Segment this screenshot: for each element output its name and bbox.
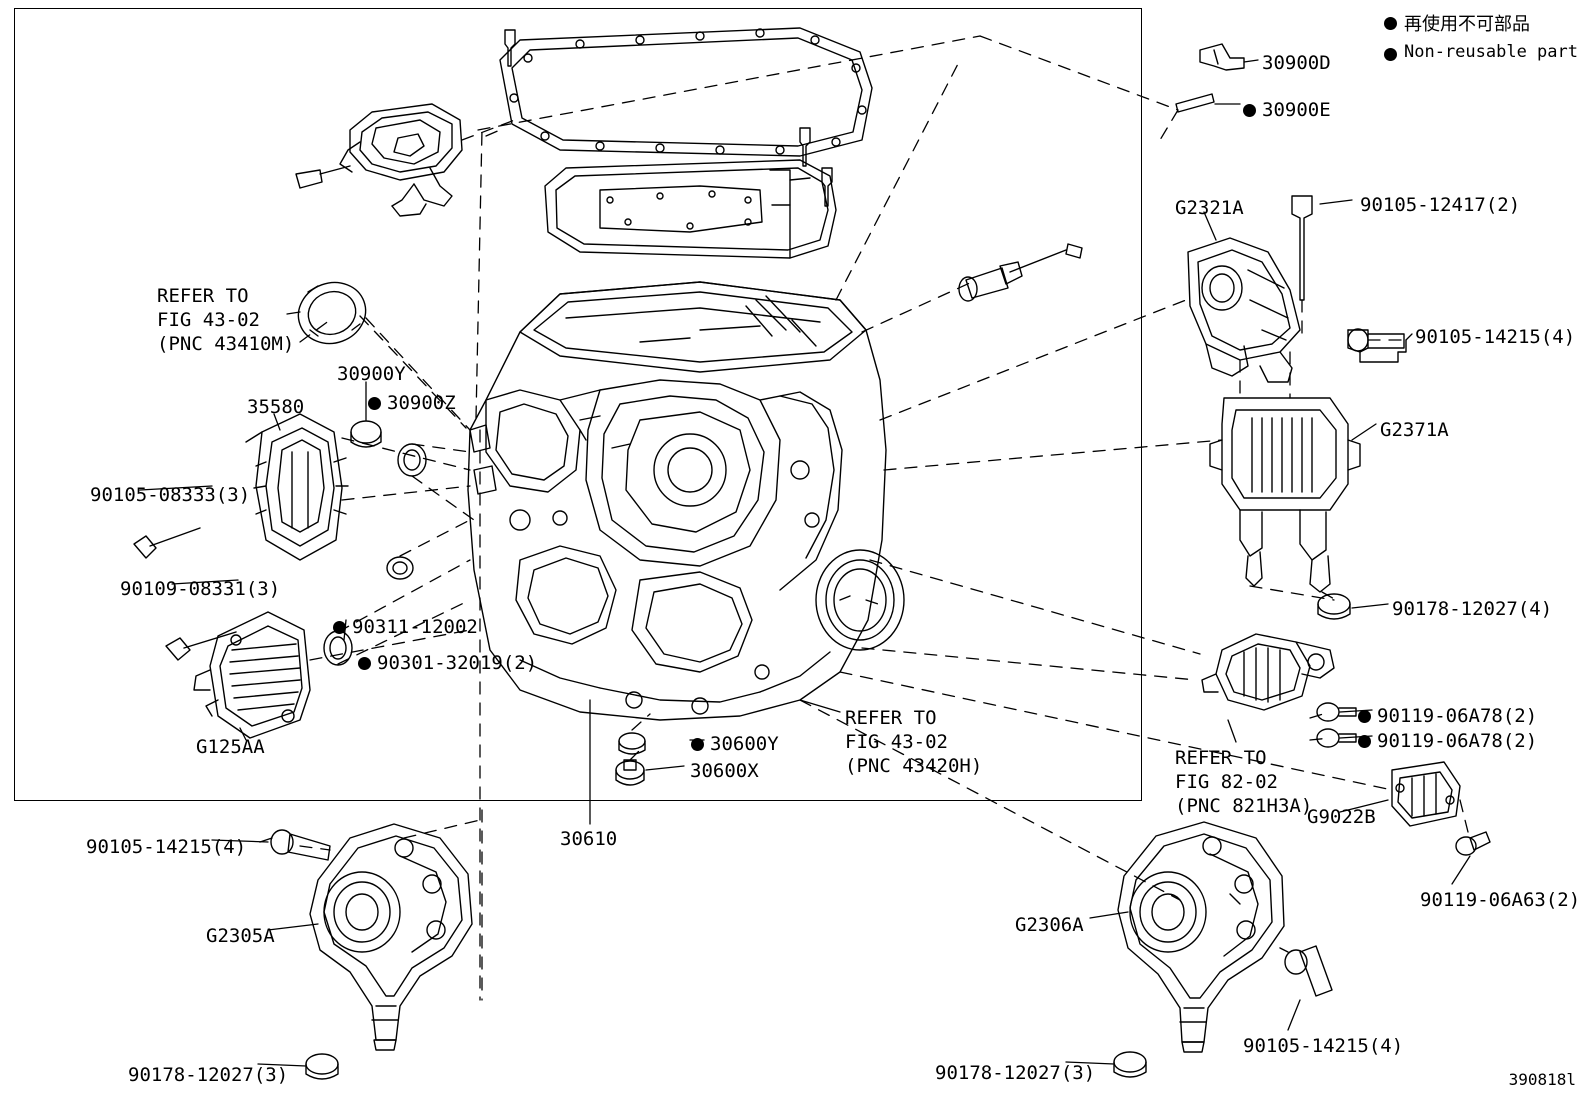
part-label: 90105-14215(4) [86,836,247,858]
part-label: 30600X [690,760,759,782]
nut-30900y [350,420,382,448]
part-label: 90119-06A78(2) [1377,730,1538,752]
nut-90178-12027-3-right [1113,1051,1147,1078]
ring-90311 [386,556,414,580]
bolt-90119-06a63 [1455,831,1491,856]
part-label: 90109-08331(3) [120,578,281,600]
legend-marker-english [1384,48,1397,61]
oil-seal-30900y [297,281,367,345]
bolt-90105-08333 [133,527,201,559]
legend-english: Non-reusable part [1404,42,1578,62]
part-label: G9022B [1307,806,1376,828]
bolt-90105-12417 [1291,195,1313,301]
part-label: G125AA [196,736,265,758]
part-label: 30900Y [337,363,406,385]
non-reusable-marker [1243,104,1256,117]
bolt-90105-14215-left [259,829,331,861]
bolt-90109-08331 [165,631,237,661]
part-label: 30900D [1262,52,1331,74]
nut-90178-12027-3-left [305,1053,339,1080]
bolt-90105-14215-bottomright [1279,945,1333,997]
mount-g2305a [309,823,473,1051]
bracket-g2321a [1187,237,1301,383]
diagram-code: 390818l [1508,1070,1576,1089]
part-label: REFER TO [1175,747,1267,769]
part-label: FIG 82-02 [1175,771,1278,793]
part-label: 30900Z [387,392,456,414]
non-reusable-marker [368,397,381,410]
part-label: 90105-14215(4) [1415,326,1576,348]
part-label: (PNC 43410M) [157,333,295,355]
oil-cooler-g125aa [193,611,311,739]
part-label: 30900E [1262,99,1331,121]
ring-30900z [397,443,427,477]
mount-g2306a [1117,821,1285,1053]
valve-body-plate [544,159,837,259]
part-label: (PNC 821H3A) [1175,795,1313,817]
part-label: 90119-06A63(2) [1420,889,1581,911]
wire-harness-part [295,103,463,217]
part-label: G2371A [1380,419,1449,441]
drain-plug-30600x [615,759,645,786]
non-reusable-marker [358,657,371,670]
part-label: 90178-12027(4) [1392,598,1553,620]
sensor-fig82-02 [1201,633,1335,711]
part-label: 90178-12027(3) [128,1064,289,1086]
non-reusable-marker [691,738,704,751]
transaxle-case [467,281,905,721]
part-label: (PNC 43420H) [845,755,983,777]
part-label: REFER TO [157,285,249,307]
mount-g2371a [1209,397,1361,593]
bolt-90105-14215-right [1347,328,1407,363]
plate-g9022b [1391,761,1461,827]
part-label: FIG 43-02 [845,731,948,753]
part-label: G2305A [206,925,275,947]
part-30900e [1175,93,1215,113]
drain-plug-30600y [618,732,646,755]
part-label: 30600Y [710,733,779,755]
part-label: G2306A [1015,914,1084,936]
part-label: 35580 [247,396,305,418]
non-reusable-marker [1358,735,1371,748]
top-bolts [504,29,1083,302]
part-35580 [245,413,349,561]
oil-pan-gasket [499,27,873,157]
legend-japanese: 再使用不可部品 [1404,14,1530,35]
part-label: 90105-14215(4) [1243,1035,1404,1057]
part-label: REFER TO [845,707,937,729]
legend-marker-japanese [1384,17,1397,30]
part-label: 90119-06A78(2) [1377,705,1538,727]
diagram-frame [14,8,1142,801]
part-label: 90105-12417(2) [1360,194,1521,216]
non-reusable-marker [1358,710,1371,723]
part-label: G2321A [1175,197,1244,219]
bolts-90119-06a78 [1316,702,1357,748]
part-label: 90301-32019(2) [377,652,538,674]
part-label: 90311-12002 [352,616,478,638]
nut-90178-12027-4 [1317,593,1351,620]
part-label: 30610 [560,828,618,850]
part-label: 90105-08333(3) [90,484,251,506]
non-reusable-marker [333,621,346,634]
part-label: 90178-12027(3) [935,1062,1096,1084]
part-label: FIG 43-02 [157,309,260,331]
part-30900d [1199,43,1245,71]
